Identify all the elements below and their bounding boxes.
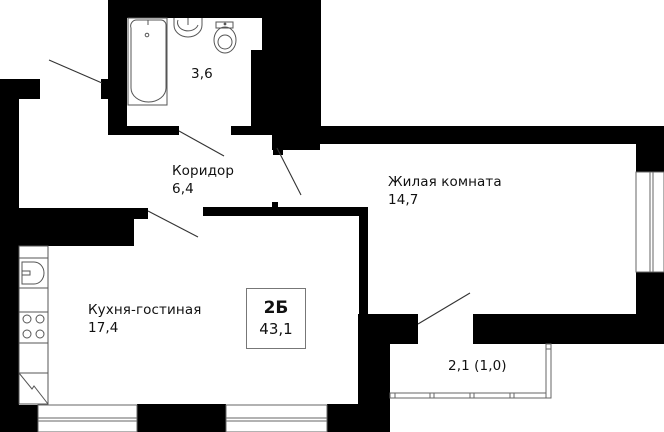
room-name-living-room: Жилая комната	[388, 174, 502, 190]
room-area-living-room: 14,7	[388, 192, 419, 208]
room-name-corridor: Коридор	[172, 163, 235, 179]
apartment-type: 2Б	[263, 298, 289, 318]
gas-boiler-icon	[18, 372, 49, 405]
room-name-kitchen-living: Кухня-гостиная	[88, 302, 202, 318]
room-area-balcony: 2,1 (1,0)	[448, 358, 507, 374]
room-area-bathroom: 3,6	[191, 66, 213, 82]
kitchen-counter	[18, 245, 49, 405]
kitchen-sink-icon	[21, 261, 45, 285]
room-area-kitchen-living: 17,4	[88, 320, 119, 336]
sink-icon	[173, 18, 203, 38]
apartment-badge: 2Б 43,1	[246, 288, 306, 349]
balcony-railing	[389, 343, 552, 399]
bathtub-icon	[127, 17, 168, 106]
windows	[37, 171, 664, 432]
apartment-total-area: 43,1	[259, 320, 293, 338]
room-area-corridor: 6,4	[172, 181, 194, 197]
door-swings	[48, 59, 471, 325]
toilet-icon	[213, 21, 237, 54]
stove-icon	[22, 314, 45, 339]
